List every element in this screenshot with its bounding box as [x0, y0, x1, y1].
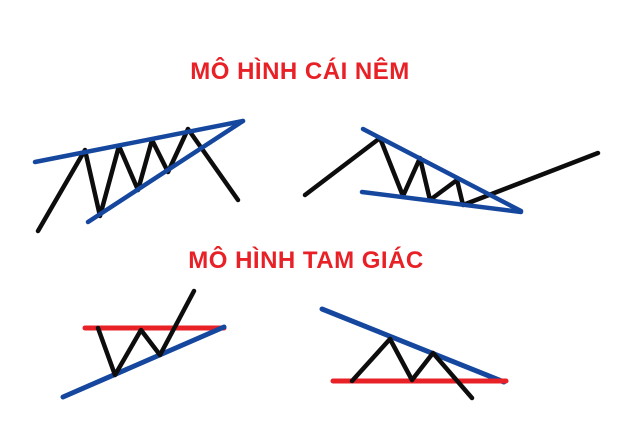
descending-triangle-black-line: [349, 336, 475, 401]
wedge-section-title: MÔ HÌNH CÁI NÊM: [190, 58, 410, 85]
ascending-triangle-diagram: [60, 288, 227, 400]
triangle-section-title: MÔ HÌNH TAM GIÁC: [188, 247, 424, 274]
falling-wedge-black-line: [302, 135, 601, 208]
falling-wedge-blue-line: [359, 189, 524, 215]
rising-wedge-blue-line: [32, 118, 246, 165]
ascending-triangle-blue-line: [60, 324, 227, 400]
descending-triangle-diagram: [319, 306, 509, 401]
falling-wedge-diagram: [302, 126, 601, 215]
falling-wedge-blue-line: [360, 126, 524, 214]
descending-triangle-blue-line: [319, 306, 507, 385]
ascending-triangle-black-line: [95, 288, 197, 378]
rising-wedge-diagram: [32, 118, 246, 234]
rising-wedge-blue-line: [85, 118, 246, 225]
